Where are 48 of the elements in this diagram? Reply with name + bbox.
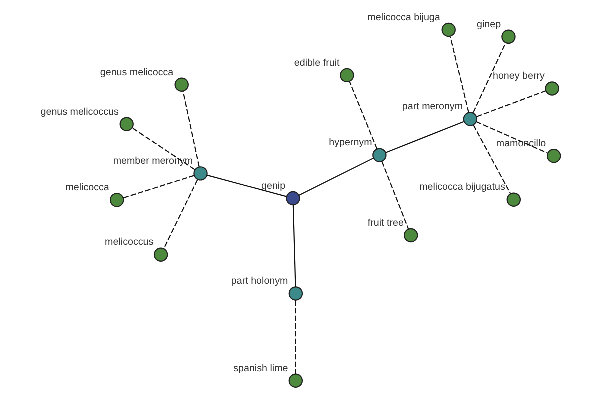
- node-circle: [545, 82, 560, 96]
- connector: [476, 90, 546, 118]
- node-label: melicocca: [66, 182, 110, 194]
- connector: [349, 82, 378, 150]
- connector: [298, 158, 374, 196]
- node-circle: [288, 374, 304, 388]
- node-circle: [546, 148, 562, 164]
- node-circle: [340, 68, 354, 83]
- node-label: spanish lime: [234, 363, 288, 374]
- node-circle: [502, 30, 516, 44]
- node-label: hypernym: [329, 138, 372, 149]
- node-label: honey berry: [493, 71, 545, 82]
- node-circle: [120, 117, 134, 132]
- node-circle: [110, 193, 124, 208]
- node-label: ginep: [477, 19, 502, 30]
- connector: [207, 174, 288, 198]
- node-label: melicocca bijugatus: [420, 182, 506, 194]
- connector: [472, 42, 506, 114]
- connector: [386, 121, 464, 154]
- connector: [382, 161, 410, 230]
- node-label: genus melicocca: [100, 67, 174, 78]
- node-label: part meronym: [402, 102, 464, 113]
- node-circle: [506, 192, 521, 207]
- connector: [450, 36, 470, 113]
- node-label: genip: [262, 180, 286, 192]
- connector: [123, 175, 195, 199]
- node-circle: [174, 78, 189, 92]
- connector: [292, 205, 296, 287]
- node-label: fruit tree: [368, 218, 404, 229]
- node-circle: [194, 166, 208, 181]
- node-label: genus melicoccus: [40, 106, 119, 118]
- node-circle: [154, 248, 168, 262]
- connector: [164, 180, 198, 249]
- node-circle: [463, 112, 478, 126]
- node-label: edible fruit: [294, 58, 340, 69]
- node-circle: [404, 228, 418, 243]
- node-circle: [442, 22, 456, 38]
- node-circle: [286, 191, 300, 206]
- node-label: member meronym: [113, 156, 194, 168]
- node-label: melicocca bijuga: [368, 12, 440, 24]
- node-circle: [288, 286, 304, 301]
- connector: [132, 128, 196, 170]
- node-circle: [372, 148, 387, 162]
- connector: [295, 300, 296, 374]
- node-label: melicoccus: [105, 237, 154, 248]
- connector: [473, 124, 512, 194]
- node-label: part holonym: [231, 276, 288, 288]
- connector: [182, 92, 200, 168]
